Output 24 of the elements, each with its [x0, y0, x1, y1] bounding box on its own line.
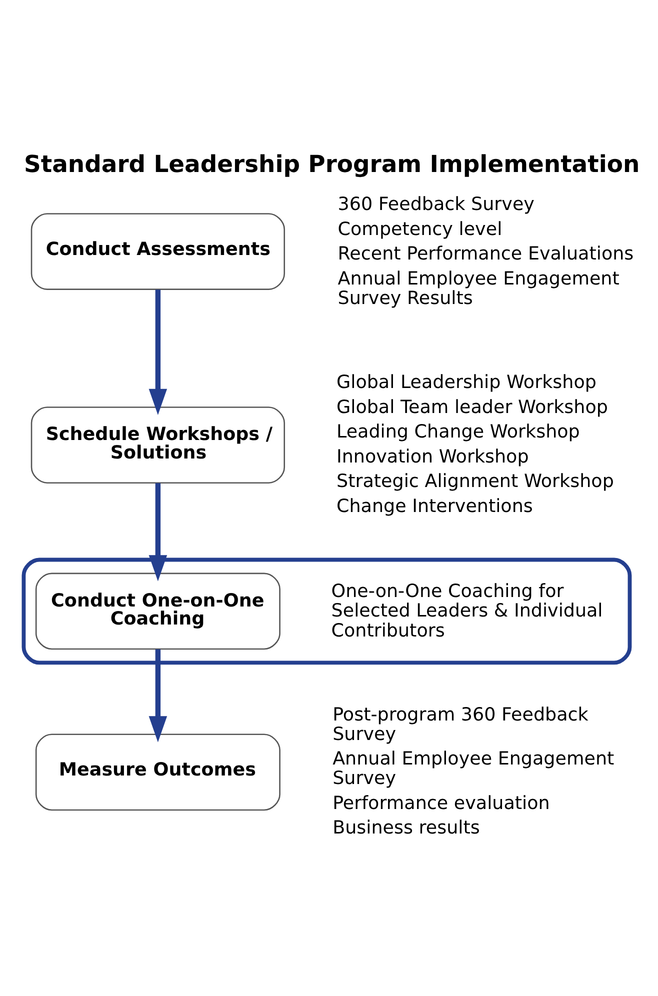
cluster: [22, 557, 632, 664]
node-label: Annual Employee Engagement Survey Results: [338, 268, 620, 308]
node-label: Leading Change Workshop: [336, 421, 580, 442]
node-box: Schedule Workshops / Solutions: [30, 406, 286, 484]
node-label: Business results: [332, 817, 480, 838]
node-label: Recent Performance Evaluations: [338, 243, 634, 264]
node-label: Global Leadership Workshop: [336, 371, 596, 392]
node-label: Change Interventions: [336, 495, 533, 516]
node-label: Performance evaluation: [332, 792, 550, 814]
diagram-title: Standard Leadership Program Implementation: [24, 149, 640, 178]
node-label: One-on-One Coaching for Selected Leaders & Individual Contributors: [331, 580, 603, 641]
arrow: [148, 648, 168, 742]
arrow: [148, 482, 168, 581]
node-box: Conduct Assessments: [30, 212, 286, 290]
node-label: Post-program 360 Feedback Survey: [332, 704, 588, 744]
node-label: Annual Employee Engagement Survey: [332, 748, 614, 789]
node-label: Competency level: [338, 218, 502, 240]
arrow: [148, 289, 168, 414]
node-box: Measure Outcomes: [35, 733, 280, 810]
node-label: Strategic Alignment Workshop: [336, 470, 614, 492]
node-label: 360 Feedback Survey: [338, 194, 534, 215]
node-label: Global Team leader Workshop: [336, 396, 608, 418]
node-label: Innovation Workshop: [336, 446, 529, 467]
node-box: Conduct One-on-One Coaching: [35, 572, 280, 650]
